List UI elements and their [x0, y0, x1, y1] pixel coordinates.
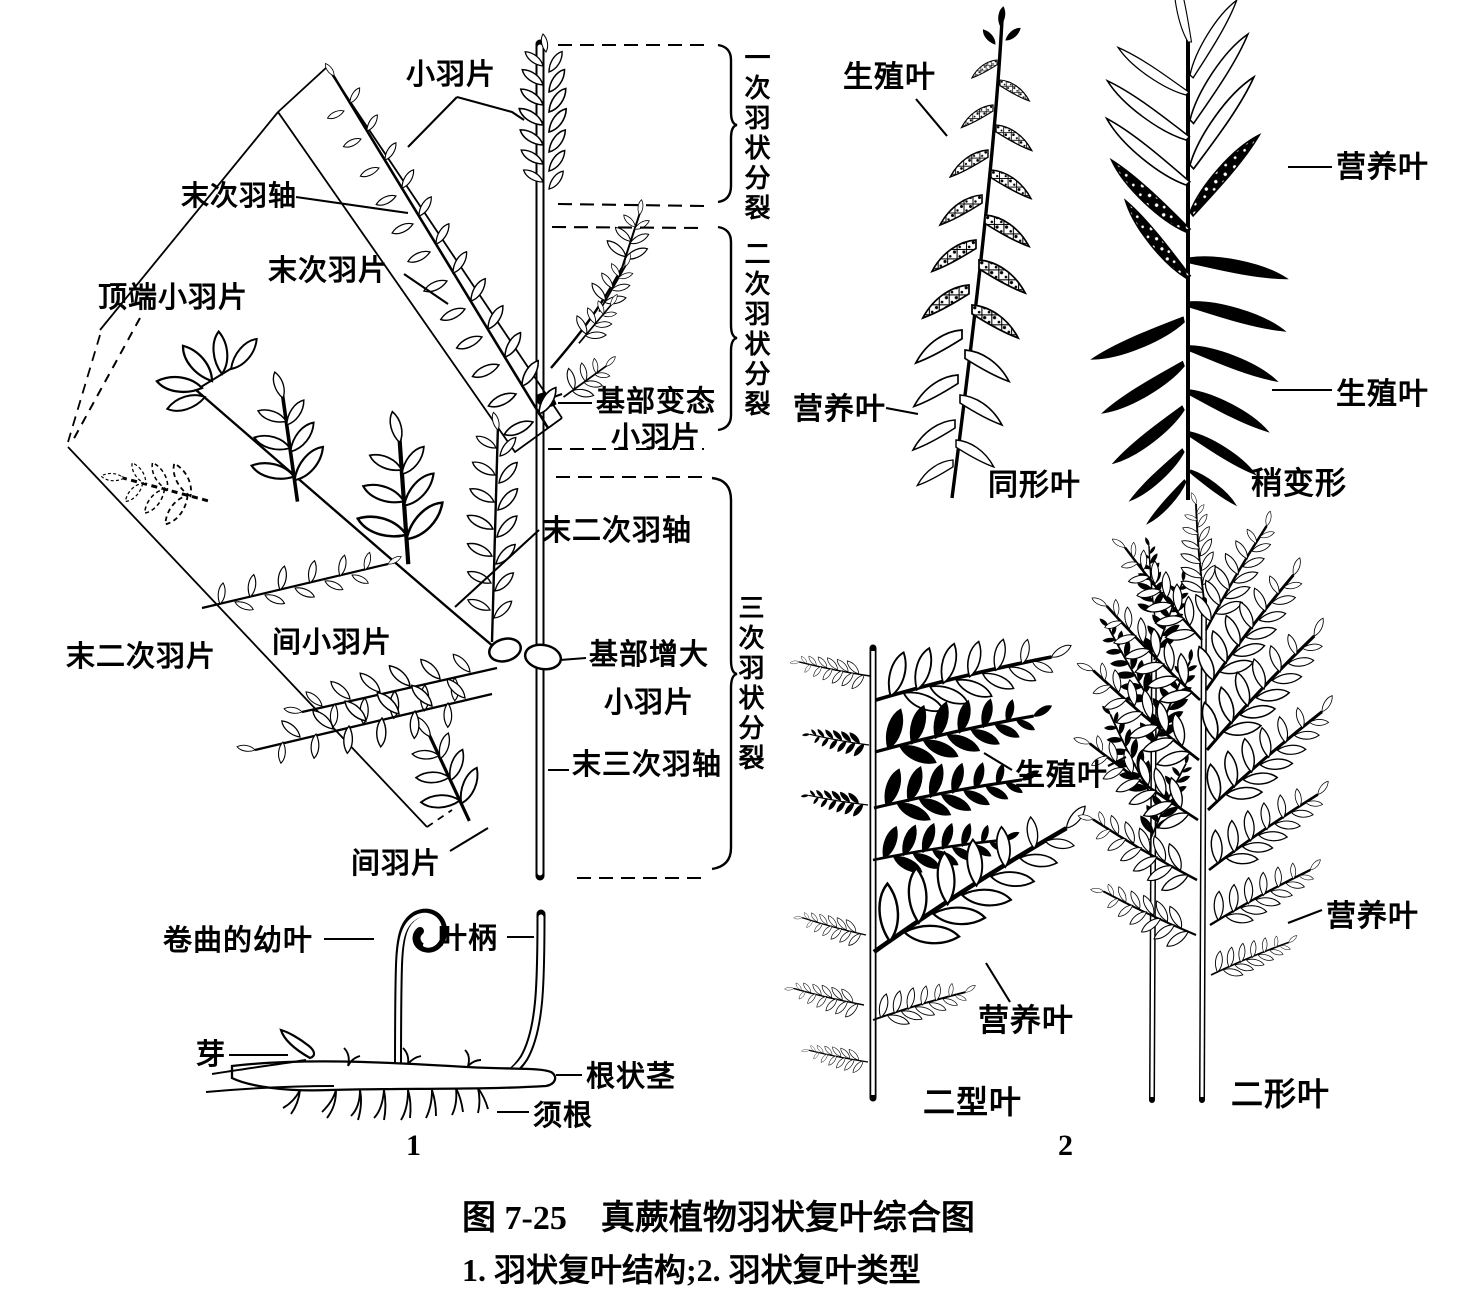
- label-basal-enlarged-line2: 小羽片: [604, 687, 695, 719]
- label-fertile-leaf-b: 生殖叶: [1336, 378, 1429, 411]
- label-antepenultimate-rachis: 末三次羽轴: [572, 749, 723, 781]
- label-sterile-leaf-b: 营养叶: [1336, 151, 1429, 184]
- label-fertile-leaf-a: 生殖叶: [843, 61, 936, 94]
- label-petiole: 叶柄: [438, 923, 499, 955]
- figure-caption-title: 图 7-25 真蕨植物羽状复叶综合图: [462, 1200, 975, 1237]
- label-ultimate-rachis: 末次羽轴: [181, 181, 298, 212]
- label-basal-modified-line1: 基部变态: [596, 386, 717, 418]
- bracket-label-third-pinnate: 三次羽状分裂: [735, 594, 764, 774]
- label-coiled-young-leaf: 卷曲的幼叶: [163, 925, 314, 957]
- label-basal-enlarged-line1: 基部增大: [589, 639, 710, 671]
- label-bud: 芽: [196, 1039, 227, 1071]
- label-dimorphic-leaf-1: 二型叶: [923, 1084, 1023, 1120]
- label-penultimate-rachis: 末二次羽轴: [542, 515, 693, 547]
- label-terminal-pinnule: 顶端小羽片: [98, 282, 249, 314]
- label-fertile-leaf-c: 生殖叶: [1015, 759, 1108, 792]
- label-sterile-leaf-d: 营养叶: [1326, 900, 1419, 933]
- figure-caption-subtitle: 1. 羽状复叶结构;2. 羽状复叶类型: [462, 1252, 921, 1288]
- part1-number: 1: [406, 1129, 422, 1162]
- part2-number: 2: [1058, 1129, 1074, 1162]
- label-isomorphic-leaf: 同形叶: [988, 469, 1081, 502]
- label-intercalary-pinna: 间羽片: [351, 848, 442, 880]
- label-penultimate-pinna: 末二次羽片: [66, 641, 217, 673]
- label-ultimate-pinna: 末次羽片: [268, 255, 389, 287]
- label-dimorphic-leaf-2: 二形叶: [1231, 1076, 1331, 1112]
- label-pinnule: 小羽片: [406, 59, 497, 91]
- label-slightly-modified: 稍变形: [1251, 466, 1347, 501]
- label-sterile-leaf-a: 营养叶: [793, 393, 886, 426]
- label-rhizome: 根状茎: [586, 1061, 677, 1093]
- bracket-label-first-pinnate: 一次羽状分裂: [741, 44, 770, 224]
- label-intercalary-pinnule: 间小羽片: [272, 627, 393, 659]
- bracket-label-second-pinnate: 二次羽状分裂: [741, 240, 770, 420]
- label-fibrous-root: 须根: [533, 1100, 594, 1132]
- label-sterile-leaf-c: 营养叶: [978, 1003, 1074, 1038]
- label-basal-modified-line2: 小羽片: [611, 422, 702, 454]
